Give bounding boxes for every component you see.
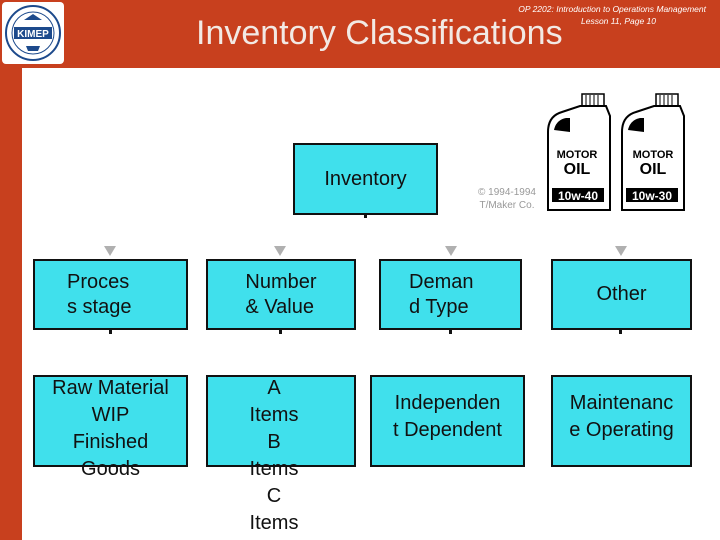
category-label-line-1: Proces <box>67 270 131 295</box>
svg-text:10w-40: 10w-40 <box>558 189 598 203</box>
copyright-line-1: © 1994-1994 <box>478 186 536 199</box>
items-list-other: Maintenanc e Operating <box>551 390 692 444</box>
motor-oil-bottle-right: MOTOR OIL 10w-30 <box>622 94 684 210</box>
list-item: B <box>206 429 342 456</box>
list-item: Independen <box>370 390 525 417</box>
items-list-demand-type: Independen t Dependent <box>370 390 525 444</box>
list-item: Items <box>206 402 342 429</box>
list-item: WIP <box>33 402 188 429</box>
category-label-line-2: & Value <box>245 295 316 320</box>
connector-demand-type <box>449 329 452 334</box>
svg-text:MOTOR: MOTOR <box>557 149 598 161</box>
left-accent-bar <box>0 68 22 540</box>
list-item: Items <box>206 510 342 537</box>
root-connector <box>364 213 367 218</box>
category-label-line-1: Number <box>245 270 316 295</box>
list-item: Finished <box>33 429 188 456</box>
connector-other <box>619 329 622 334</box>
list-item: C <box>206 483 342 510</box>
svg-text:MOTOR: MOTOR <box>633 149 674 161</box>
course-reference: OP 2202: Introduction to Operations Mana… <box>518 3 706 27</box>
category-process-stage: Proces s stage <box>33 259 188 330</box>
svg-text:10w-30: 10w-30 <box>632 189 672 203</box>
category-demand-type: Deman d Type <box>379 259 522 330</box>
category-label: Other <box>596 282 646 307</box>
category-number-value: Number & Value <box>206 259 356 330</box>
svg-text:KIMEP: KIMEP <box>17 29 49 40</box>
root-node-inventory: Inventory <box>293 143 438 215</box>
connector-number-value <box>279 329 282 334</box>
copyright-line-2: T/Maker Co. <box>478 199 536 212</box>
kimep-seal-icon: KIMEP <box>4 4 62 62</box>
course-line-1: OP 2202: Introduction to Operations Mana… <box>518 3 706 15</box>
svg-text:OIL: OIL <box>564 161 591 178</box>
motor-oil-clipart: MOTOR OIL 10w-40 MOTOR OIL 10w-30 <box>540 92 715 214</box>
kimep-logo: KIMEP <box>2 2 64 64</box>
category-label-line-2: s stage <box>67 295 131 320</box>
list-item: t Dependent <box>370 417 525 444</box>
root-node-label: Inventory <box>324 167 406 192</box>
connector-process-stage <box>109 329 112 334</box>
page-title: Inventory Classifications <box>196 14 563 53</box>
category-other: Other <box>551 259 692 330</box>
arrow-process-stage <box>104 246 116 256</box>
arrow-other <box>615 246 627 256</box>
arrow-number-value <box>274 246 286 256</box>
list-item: Items <box>206 456 342 483</box>
arrow-demand-type <box>445 246 457 256</box>
items-list-number-value: A Items B Items C Items <box>206 375 342 537</box>
list-item: Raw Material <box>33 375 188 402</box>
category-label-line-2: d Type <box>409 295 473 320</box>
items-list-process-stage: Raw Material WIP Finished Goods <box>33 375 188 483</box>
clipart-copyright: © 1994-1994 T/Maker Co. <box>478 186 536 212</box>
list-item: e Operating <box>551 417 692 444</box>
list-item: A <box>206 375 342 402</box>
category-label-line-1: Deman <box>409 270 473 295</box>
course-line-2: Lesson 11, Page 10 <box>518 15 656 27</box>
list-item: Maintenanc <box>551 390 692 417</box>
svg-text:OIL: OIL <box>640 161 667 178</box>
list-item: Goods <box>33 456 188 483</box>
motor-oil-bottle-left: MOTOR OIL 10w-40 <box>548 94 610 210</box>
